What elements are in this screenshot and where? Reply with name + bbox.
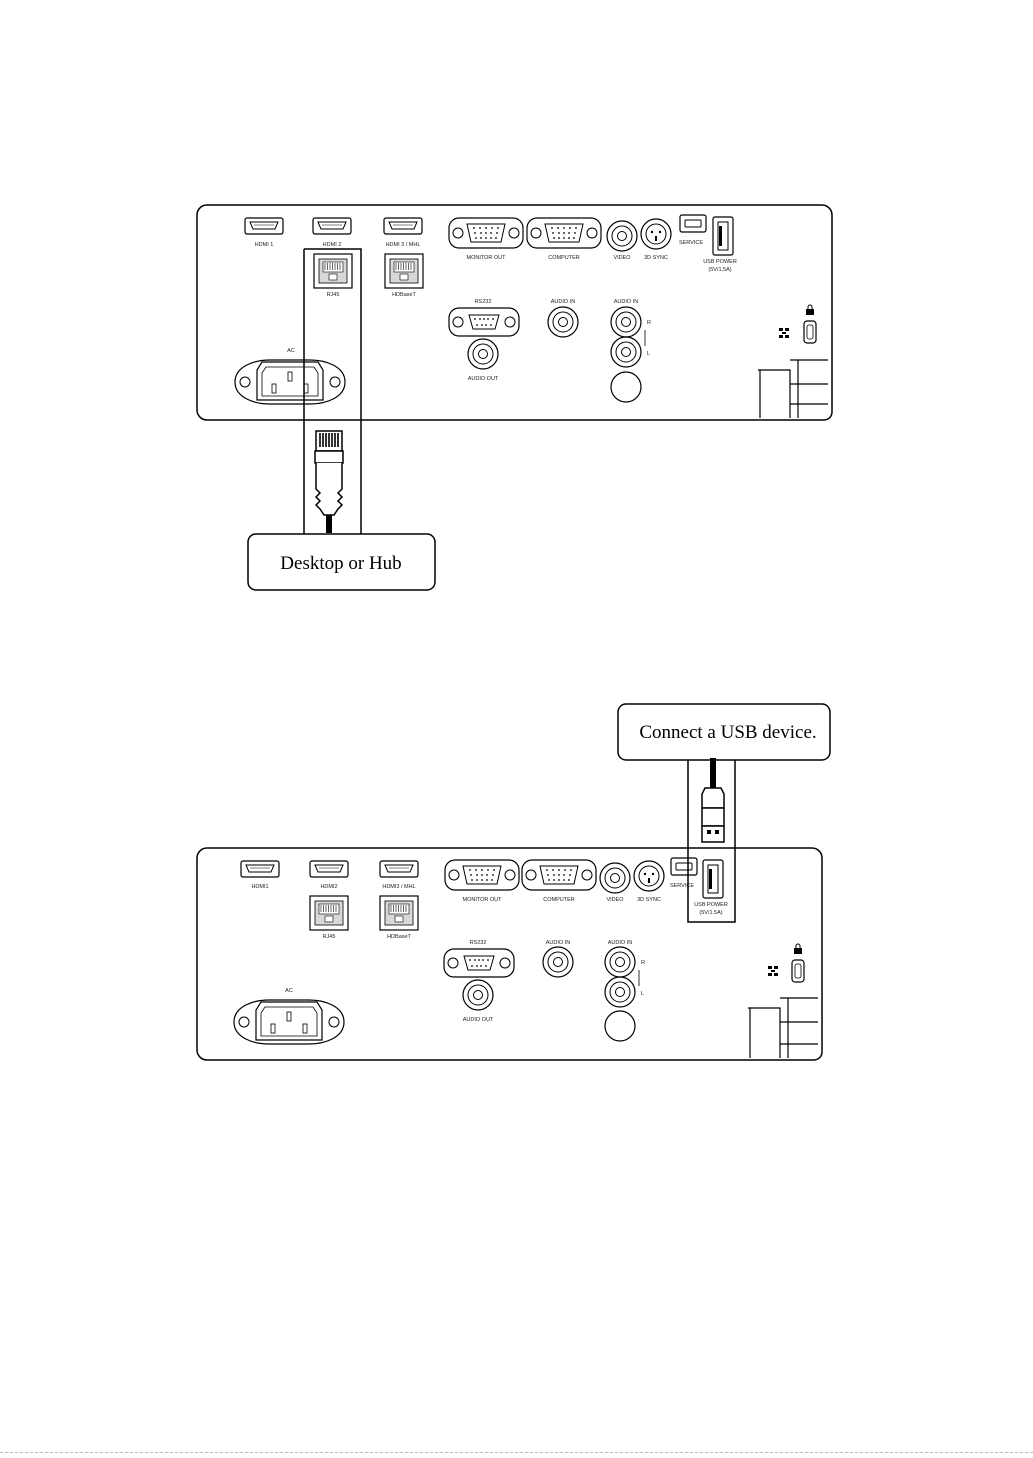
- audio-in-2-label: AUDIO IN: [614, 299, 638, 305]
- monitor-out-port-icon: [448, 217, 524, 249]
- computer-port-icon: [521, 859, 597, 891]
- audio-in-2-label: AUDIO IN: [608, 940, 632, 946]
- audio-in-l-port-icon: [610, 336, 642, 368]
- hdbaset-port-icon: [384, 253, 424, 289]
- audio-r-label: R: [647, 320, 651, 326]
- hdmi1-port-icon: [240, 860, 280, 878]
- ethernet-cable: [303, 248, 362, 534]
- hdmi1-label: HDMI1: [251, 884, 268, 890]
- audio-in-r-port-icon: [610, 306, 642, 338]
- desktop-or-hub-callout: Desktop or Hub: [247, 533, 436, 591]
- computer-label: COMPUTER: [548, 255, 580, 261]
- ac-inlet-icon: [234, 359, 346, 405]
- monitor-out-port-icon: [444, 859, 520, 891]
- audio-out-port-icon: [462, 979, 494, 1011]
- 3d-sync-label: 3D SYNC: [637, 897, 661, 903]
- hdmi3-label: HDMI3 / MHL: [382, 884, 415, 890]
- video-label: VIDEO: [606, 897, 624, 903]
- 3d-sync-port-icon: [640, 218, 672, 250]
- hdmi1-port-icon: [244, 217, 284, 235]
- service-label: SERVICE: [670, 883, 694, 889]
- hdmi3-port-icon: [379, 860, 419, 878]
- computer-port-icon: [526, 217, 602, 249]
- hdmi2-port-icon: [309, 860, 349, 878]
- ir-receiver-icon: [604, 1010, 636, 1042]
- usb-power-label: USB POWER: [694, 902, 728, 908]
- rs232-label: RS232: [470, 940, 487, 946]
- audio-in-l-port-icon: [604, 976, 636, 1008]
- network-icon: [778, 327, 790, 339]
- service-port-icon: [679, 214, 707, 233]
- page-bottom-edge: [0, 1452, 1033, 1453]
- ac-inlet-icon: [233, 999, 345, 1045]
- usb-power-spec: (5V/1.5A): [708, 267, 731, 273]
- video-port-icon: [599, 862, 631, 894]
- monitor-out-label: MONITOR OUT: [466, 255, 506, 261]
- usb-power-spec: (5V/1.5A): [699, 910, 722, 916]
- video-port-icon: [606, 220, 638, 252]
- rs232-label: RS232: [475, 299, 492, 305]
- network-icon: [767, 965, 779, 977]
- audio-out-port-icon: [467, 338, 499, 370]
- audio-l-label: L: [647, 351, 650, 357]
- computer-label: COMPUTER: [543, 897, 575, 903]
- ac-label: AC: [285, 988, 293, 994]
- audio-out-label: AUDIO OUT: [468, 376, 499, 382]
- audio-in-1-label: AUDIO IN: [551, 299, 575, 305]
- hdmi3-port-icon: [383, 217, 423, 235]
- usb-device-callout: Connect a USB device.: [617, 703, 831, 761]
- audio-l-label: L: [641, 991, 644, 997]
- usb-device-text: Connect a USB device.: [639, 722, 816, 743]
- diagram-2-projector-panel: HDMI1 HDMI2 HDMI3 / MHL MONITOR OUT COMP…: [196, 847, 823, 1061]
- rs232-port-icon: [443, 948, 515, 978]
- rj45-plug-icon: [314, 430, 344, 534]
- hdbaset-label: HDBaseT: [392, 292, 416, 298]
- rs232-port-icon: [448, 307, 520, 337]
- hdmi2-label: HDMI 2: [323, 242, 342, 248]
- service-port-icon: [670, 857, 698, 876]
- usb-power-label: USB POWER: [703, 259, 737, 265]
- monitor-out-label: MONITOR OUT: [462, 897, 502, 903]
- usb-plug-icon: [701, 757, 725, 843]
- hdbaset-port-icon: [379, 895, 419, 931]
- audio-r-label: R: [641, 960, 645, 966]
- hdmi3-label: HDMI 3 / MHL: [386, 242, 421, 248]
- rj45-port-icon: [309, 895, 349, 931]
- desktop-or-hub-text: Desktop or Hub: [280, 553, 401, 574]
- audio-out-label: AUDIO OUT: [463, 1017, 494, 1023]
- hdmi2-label: HDMI2: [320, 884, 337, 890]
- rj45-label: RJ45: [327, 292, 340, 298]
- rj45-port-icon: [313, 253, 353, 289]
- service-label: SERVICE: [679, 240, 703, 246]
- audio-in-1-port-icon: [547, 306, 579, 338]
- 3d-sync-label: 3D SYNC: [644, 255, 668, 261]
- audio-in-1-port-icon: [542, 946, 574, 978]
- diagram-1-projector-panel: HDMI 1 HDMI 2 HDMI 3 / MHL MONITOR OUT C…: [196, 204, 833, 421]
- video-label: VIDEO: [613, 255, 631, 261]
- usb-power-port-icon: [702, 859, 724, 899]
- hdbaset-label: HDBaseT: [387, 934, 411, 940]
- ac-label: AC: [287, 348, 295, 354]
- hdmi2-port-icon: [312, 217, 352, 235]
- audio-in-1-label: AUDIO IN: [546, 940, 570, 946]
- audio-in-r-port-icon: [604, 946, 636, 978]
- hdmi1-label: HDMI 1: [255, 242, 274, 248]
- ir-receiver-icon: [610, 371, 642, 403]
- rj45-label: RJ45: [323, 934, 336, 940]
- 3d-sync-port-icon: [633, 860, 665, 892]
- usb-cable: [687, 757, 736, 923]
- usb-power-port-icon: [712, 216, 734, 256]
